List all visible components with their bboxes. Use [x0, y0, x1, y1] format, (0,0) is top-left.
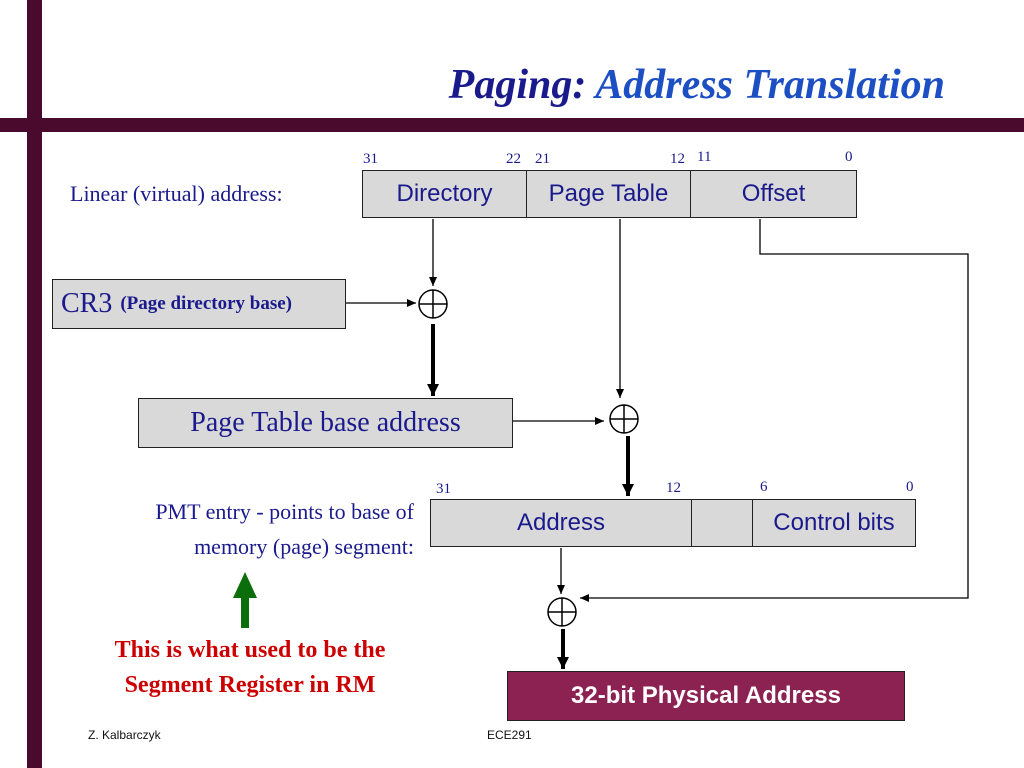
green-up-arrow: [233, 572, 257, 628]
note-line2: Segment Register in RM: [124, 672, 376, 698]
pmt-entry-label: PMT entry - points to base of memory (pa…: [40, 494, 414, 564]
cr3-sub-label: (Page directory base): [120, 293, 293, 314]
directory-field: Directory: [362, 170, 527, 218]
bit-22: 22: [506, 151, 521, 167]
linear-address-label: Linear (virtual) address:: [70, 181, 283, 206]
footer-course: ECE291: [487, 728, 532, 742]
footer-author: Z. Kalbarczyk: [88, 728, 161, 742]
pmt-bit-0: 0: [906, 479, 914, 495]
top-frame-bar: [0, 118, 1024, 132]
offset-path: [580, 219, 969, 602]
bit-11: 11: [697, 149, 712, 165]
page-table-base-address: Page Table base address: [138, 398, 513, 448]
page-table-field: Page Table: [526, 170, 691, 218]
left-frame-bar: [27, 0, 42, 768]
pmt-entry-label-line1: PMT entry - points to base of: [155, 499, 414, 524]
adder-1: [418, 289, 448, 319]
offset-field: Offset: [690, 170, 857, 218]
pmt-control-bits-field: Control bits: [752, 499, 916, 547]
slide-title: Paging: Address Translation: [300, 60, 945, 110]
cr3-register: CR3 (Page directory base): [52, 279, 346, 329]
adder-2: [609, 404, 639, 434]
adder-3: [547, 597, 577, 627]
pmt-address-field: Address: [430, 499, 692, 547]
pmt-entry-label-line2: memory (page) segment:: [194, 534, 414, 559]
cr3-main-label: CR3: [61, 288, 113, 319]
bit-12: 12: [670, 151, 685, 167]
bit-21: 21: [535, 151, 550, 167]
pmt-reserved-field: [691, 499, 753, 547]
segment-register-note: This is what used to be the Segment Regi…: [60, 633, 440, 703]
pmt-bit-31: 31: [436, 481, 451, 497]
title-part2: Address Translation: [595, 62, 945, 108]
bit-31: 31: [363, 151, 378, 167]
physical-address-box: 32-bit Physical Address: [507, 671, 905, 721]
title-part1: Paging:: [448, 62, 587, 108]
note-line1: This is what used to be the: [114, 637, 386, 663]
bit-0: 0: [845, 149, 853, 165]
pmt-bit-12: 12: [666, 480, 681, 496]
pmt-bit-6: 6: [760, 479, 768, 495]
